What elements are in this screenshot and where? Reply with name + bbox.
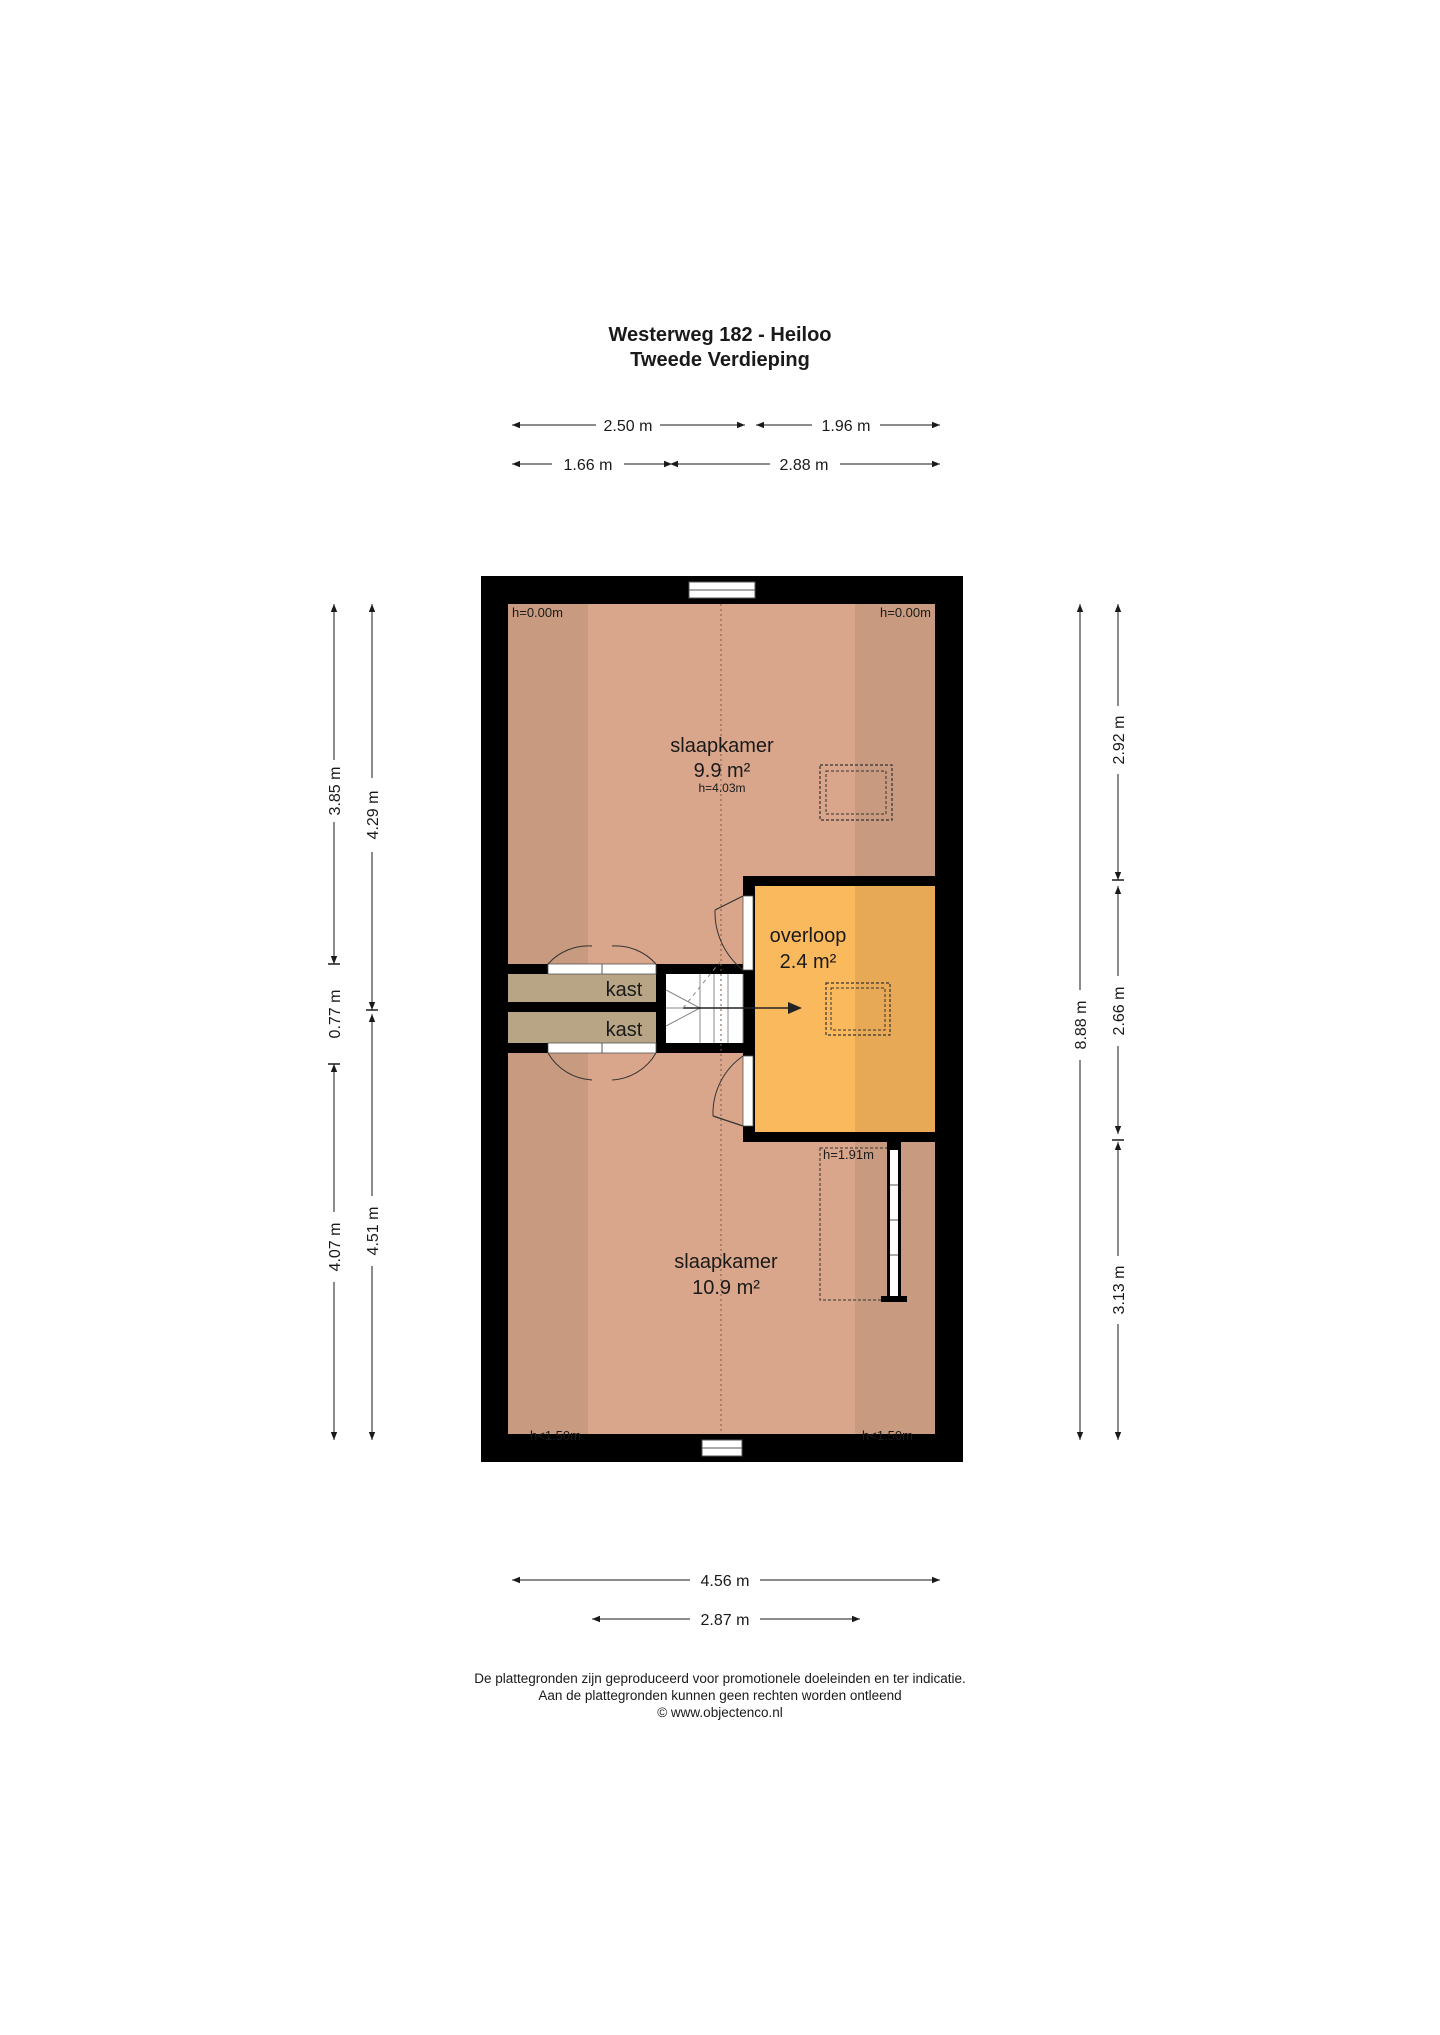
door-landing-bottom [712,1055,754,1127]
disclaimer-line-2: Aan de plattegronden kunnen geen rechten… [538,1688,902,1703]
height-label-bottom-right: h<1.50m [862,1428,913,1443]
height-label-top-left: h=0.00m [512,605,563,620]
room-area-overloop: 2.4 m² [780,951,837,973]
dim-left-1a: 3.85 m [327,767,344,816]
staircase [665,961,802,1043]
closet-wall-mid [508,1002,664,1012]
disclaimer-line-1: De plattegronden zijn geproduceerd voor … [474,1671,966,1686]
dim-top-1b: 1.96 m [822,418,871,435]
dim-right-2c: 3.13 m [1111,1266,1128,1315]
dim-left-1c: 4.07 m [327,1223,344,1272]
room-overloop [743,876,935,1137]
dim-top-1a: 2.50 m [604,418,653,435]
dim-bottom-1: 4.56 m [701,1573,750,1590]
dim-right-1: 8.88 m [1073,1001,1090,1050]
wall-landing-top [743,876,935,886]
room-height-slaapkamer-top: h=4.03m [698,781,745,795]
dim-right-2b: 2.66 m [1111,987,1128,1036]
room-name-kast-1: kast [606,979,643,1001]
dim-left-2a: 4.29 m [365,791,382,840]
attic-ladder [881,1142,907,1302]
skylight-icon [825,982,891,1036]
door-kast-2 [547,1042,657,1081]
plan-title: Westerweg 182 - Heiloo [608,324,832,346]
door-landing-top [714,895,754,971]
dim-left-2b: 4.51 m [365,1207,382,1256]
height-label-bottom-left: h<1.50m [530,1428,581,1443]
room-name-slaapkamer-top: slaapkamer [670,735,774,757]
dim-left-1b: 0.77 m [327,990,344,1039]
door-kast-1 [547,945,657,975]
skylight-icon [819,764,893,821]
closet-kast-1 [508,974,656,1002]
room-area-slaapkamer-top: 9.9 m² [694,760,751,782]
room-slaapkamer-top [508,604,935,876]
room-name-kast-2: kast [606,1019,643,1041]
height-label-landing: h=1.91m [823,1147,874,1162]
room-area-slaapkamer-bottom: 10.9 m² [692,1277,760,1299]
wall-landing-left-upper [743,876,753,896]
wall-landing-bottom [743,1132,935,1142]
skylight-icon [825,770,887,815]
wall-landing-left-lower [743,1122,753,1142]
window-top [688,581,756,599]
dim-top-2b: 2.88 m [780,457,829,474]
closet-kast-2 [508,1012,656,1043]
skylight-icon [830,987,886,1031]
arrow-right-icon [788,1002,802,1014]
dim-bottom-2: 2.87 m [701,1612,750,1629]
dim-right-2a: 2.92 m [1111,716,1128,765]
height-label-top-right: h=0.00m [880,605,931,620]
floor-name: Tweede Verdieping [630,349,810,371]
room-name-slaapkamer-bottom: slaapkamer [674,1251,778,1273]
dim-top-2a: 1.66 m [564,457,613,474]
window-bottom [701,1439,743,1457]
copyright-link[interactable]: © www.objectenco.nl [657,1705,783,1720]
room-name-overloop: overloop [770,925,847,947]
